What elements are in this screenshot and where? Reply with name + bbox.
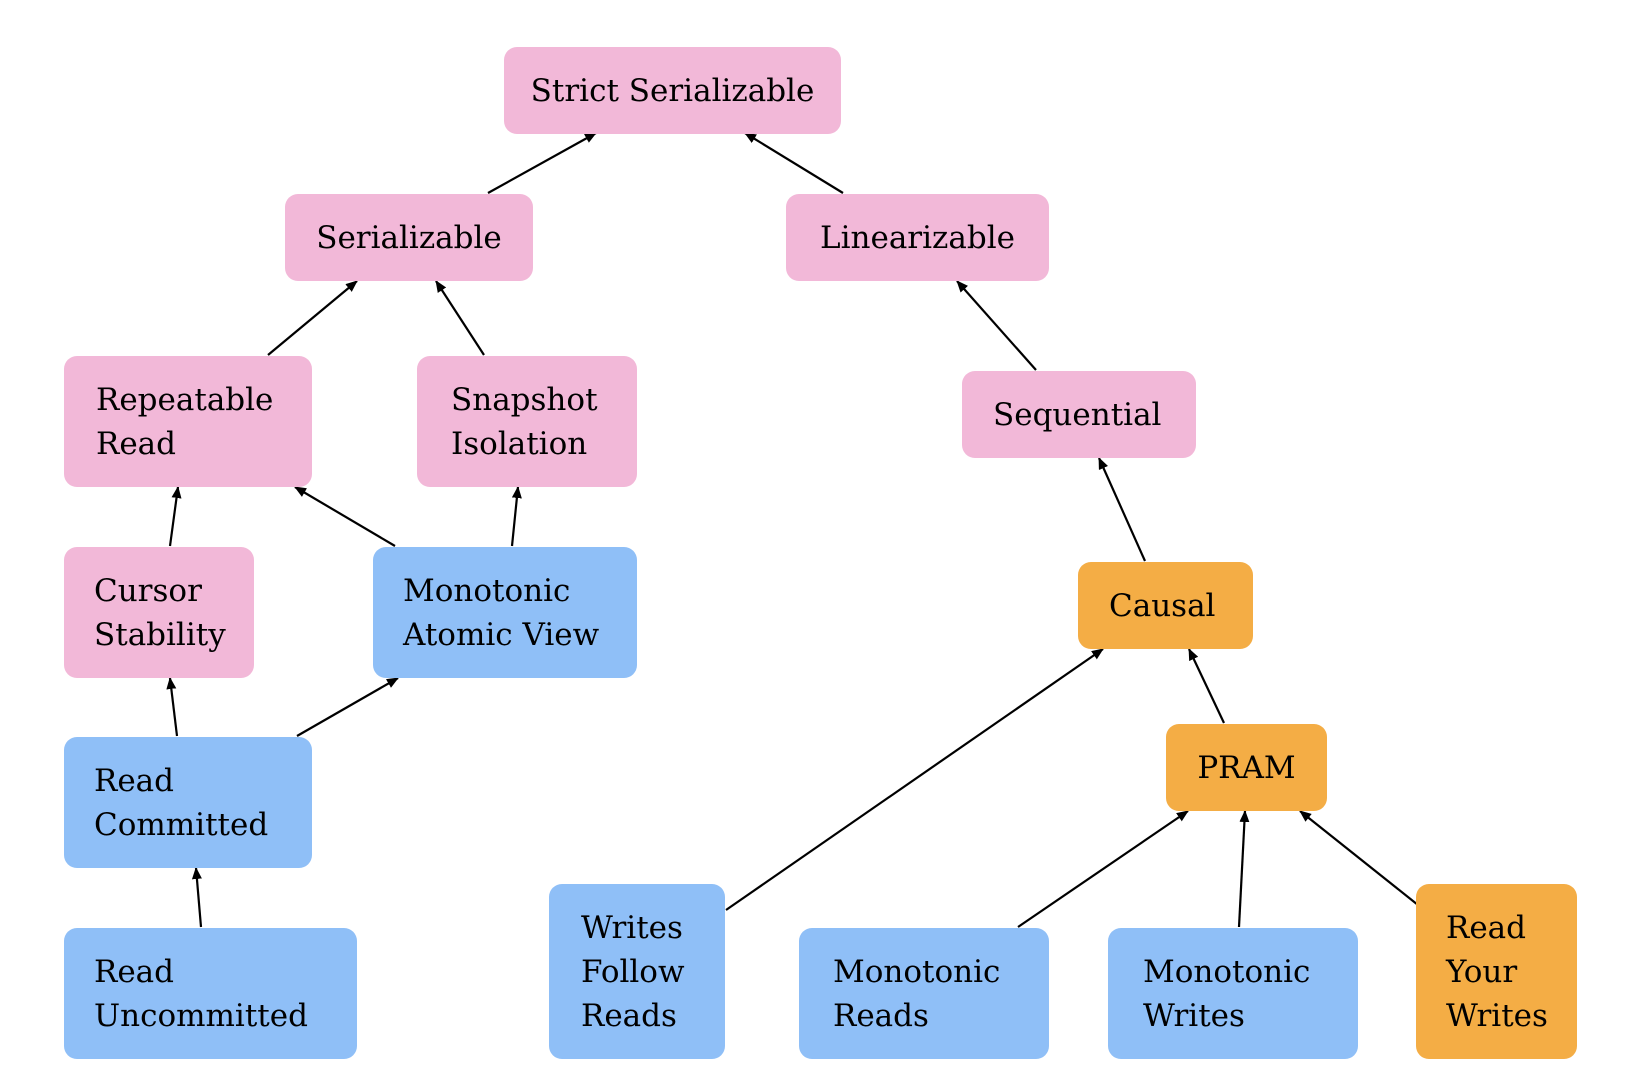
node-label-line: Causal bbox=[1109, 587, 1216, 624]
edge-read-your-writes-to-pram bbox=[1299, 810, 1419, 906]
edge-writes-follow-reads-to-causal bbox=[725, 648, 1104, 911]
node-label-line: Follow bbox=[581, 953, 685, 990]
node-label-line: Atomic View bbox=[403, 616, 600, 653]
node-label-line: Committed bbox=[94, 806, 269, 843]
edge-snapshot-isolation-to-serializable bbox=[435, 280, 485, 356]
edge-cursor-stability-to-repeatable-read bbox=[168, 486, 182, 547]
edge-sequential-to-linearizable bbox=[956, 280, 1037, 371]
node-pram: PRAM bbox=[1166, 724, 1327, 811]
node-label-line: Writes bbox=[1446, 997, 1548, 1034]
edge-repeatable-read-to-serializable bbox=[267, 280, 358, 356]
node-label-line: Repeatable bbox=[96, 381, 274, 418]
node-strict-serializable: Strict Serializable bbox=[504, 47, 841, 134]
node-label-line: Monotonic bbox=[403, 572, 571, 609]
node-label-line: Snapshot bbox=[451, 381, 598, 418]
node-label-line: Strict Serializable bbox=[530, 72, 815, 109]
edge-monotonic-atomic-view-to-repeatable-read bbox=[294, 486, 396, 547]
node-label-line: Monotonic bbox=[833, 953, 1001, 990]
node-label-line: Writes bbox=[581, 909, 683, 946]
node-label-line: Read bbox=[1446, 909, 1527, 946]
node-label-line: Serializable bbox=[316, 219, 502, 256]
node-label-line: Monotonic bbox=[1143, 953, 1311, 990]
edge-linearizable-to-strict-serializable bbox=[744, 132, 844, 194]
edge-read-uncommitted-to-read-committed bbox=[191, 867, 203, 928]
node-label-line: Stability bbox=[94, 616, 226, 653]
node-label-line: Reads bbox=[581, 997, 677, 1034]
node-label-line: Read bbox=[94, 762, 175, 799]
node-linearizable: Linearizable bbox=[786, 194, 1049, 281]
edge-pram-to-causal bbox=[1188, 648, 1225, 724]
edge-serializable-to-strict-serializable bbox=[487, 132, 597, 194]
node-causal: Causal bbox=[1078, 562, 1253, 649]
node-label-line: Uncommitted bbox=[94, 997, 308, 1034]
node-label-line: Cursor bbox=[94, 572, 202, 609]
node-label-line: Isolation bbox=[451, 425, 588, 462]
node-label-line: Read bbox=[94, 953, 175, 990]
node-sequential: Sequential bbox=[962, 371, 1196, 458]
node-serializable: Serializable bbox=[285, 194, 533, 281]
node-label-line: Linearizable bbox=[820, 219, 1015, 256]
node-label-line: Sequential bbox=[993, 396, 1162, 433]
edge-read-committed-to-cursor-stability bbox=[166, 677, 179, 737]
edge-read-committed-to-monotonic-atomic-view bbox=[296, 677, 399, 737]
node-label-line: Writes bbox=[1143, 997, 1245, 1034]
edge-monotonic-writes-to-pram bbox=[1237, 810, 1250, 928]
edge-causal-to-sequential bbox=[1097, 457, 1147, 562]
edge-monotonic-reads-to-pram bbox=[1017, 810, 1189, 928]
node-label-line: Your bbox=[1446, 953, 1518, 990]
edge-monotonic-atomic-view-to-snapshot-isolation bbox=[510, 486, 522, 547]
node-label-line: Read bbox=[96, 425, 177, 462]
node-label-line: PRAM bbox=[1197, 749, 1296, 786]
node-label-line: Reads bbox=[833, 997, 929, 1034]
